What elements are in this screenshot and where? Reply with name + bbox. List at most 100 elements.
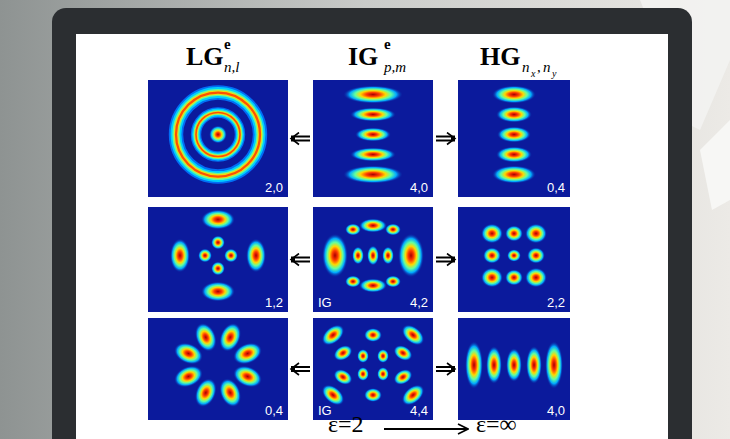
intensity-lobe — [345, 224, 361, 236]
intensity-lobe — [343, 86, 403, 104]
intensity-lobe — [359, 279, 387, 293]
mode-panel: 2,0 — [148, 80, 288, 197]
column-heading: n — [522, 60, 530, 75]
intensity-lobe — [465, 341, 483, 389]
arrow-shaft-gap — [295, 259, 310, 261]
column-heading: y — [552, 69, 556, 79]
intensity-lobe — [377, 367, 389, 381]
mode-panel: 4,0 — [458, 318, 570, 420]
double-arrow — [436, 369, 455, 370]
intensity-lobe — [382, 247, 394, 265]
intensity-ring — [196, 113, 240, 157]
mode-index: 0,4 — [547, 181, 565, 194]
double-arrow — [436, 259, 455, 260]
intensity-lobe — [170, 239, 190, 273]
mode-index: 4,4 — [410, 404, 428, 417]
epsilon-arrow — [384, 428, 468, 430]
column-heading: e — [224, 37, 231, 52]
lamp — [700, 120, 730, 210]
column-heading: IG — [348, 44, 378, 70]
mode-index: 4,2 — [410, 296, 428, 309]
intensity-lobe — [215, 375, 245, 410]
intensity-lobe — [506, 348, 522, 382]
column-heading: e — [384, 37, 391, 52]
intensity-lobe — [357, 367, 369, 381]
intensity-ring — [176, 93, 260, 177]
arrow-shaft — [436, 257, 455, 263]
intensity-lobe — [507, 249, 521, 262]
intensity-ring — [176, 93, 260, 177]
arrow-shaft — [291, 257, 310, 263]
arrow-shaft-gap — [295, 368, 310, 370]
intensity-lobe — [331, 342, 355, 364]
intensity-ring — [176, 93, 260, 177]
mode-panel: IG4,4 — [313, 318, 433, 420]
intensity-lobe — [391, 366, 415, 388]
arrow-shaft — [436, 136, 455, 142]
arrow-head — [291, 259, 310, 260]
intensity-lobe — [331, 366, 355, 388]
intensity-lobe — [545, 341, 563, 389]
intensity-lobe — [525, 224, 547, 244]
intensity-lobe — [385, 276, 401, 288]
mode-intensity-image — [313, 80, 433, 197]
epsilon-label: ε=2 — [328, 412, 364, 436]
intensity-lobe — [246, 239, 266, 273]
intensity-lobe — [492, 86, 536, 104]
intensity-lobe — [377, 349, 389, 363]
mode-index: 2,0 — [265, 181, 283, 194]
mode-intensity-image — [148, 80, 288, 197]
arrow-shaft — [291, 366, 310, 372]
intensity-lobe — [322, 234, 348, 278]
mode-index: 4,0 — [547, 404, 565, 417]
intensity-lobe — [486, 346, 502, 384]
intensity-lobe — [350, 148, 396, 162]
intensity-lobe — [201, 282, 235, 302]
double-arrow — [291, 369, 310, 370]
intensity-ring — [176, 93, 260, 177]
intensity-lobe — [211, 262, 225, 276]
column-heading: p,m — [384, 60, 406, 75]
mode-panel: 2,2 — [458, 207, 570, 312]
arrow-head — [436, 138, 455, 139]
intensity-lobe — [350, 108, 396, 122]
intensity-lobe — [343, 166, 403, 184]
intensity-lobe — [171, 362, 206, 392]
mode-index: 1,2 — [265, 296, 283, 309]
arrow-shaft-gap — [295, 138, 310, 140]
intensity-lobe — [364, 328, 382, 342]
intensity-lobe — [505, 269, 523, 285]
intensity-lobe — [398, 234, 424, 278]
intensity-ring — [196, 113, 240, 157]
intensity-lobe — [505, 225, 523, 241]
mode-panel: 4,0 — [313, 80, 433, 197]
double-arrow — [291, 259, 310, 260]
arrow-head — [436, 259, 455, 260]
double-arrow — [291, 138, 310, 139]
intensity-lobe — [385, 224, 401, 236]
intensity-lobe — [496, 147, 532, 163]
intensity-lobe — [391, 342, 415, 364]
mode-panel: 0,4 — [148, 318, 288, 420]
intensity-lobe — [481, 224, 503, 244]
arrow-shaft-gap — [436, 138, 451, 140]
epsilon-label: ε=∞ — [476, 412, 517, 436]
arrow-shaft-gap — [436, 259, 451, 261]
arrow-head — [291, 138, 310, 139]
intensity-lobe — [345, 276, 361, 288]
mode-index: 4,0 — [410, 181, 428, 194]
column-heading: , — [537, 60, 541, 75]
double-arrow — [436, 138, 455, 139]
mode-index: 0,4 — [265, 404, 283, 417]
intensity-lobe — [367, 246, 379, 266]
intensity-lobe — [492, 166, 536, 184]
intensity-lobe — [496, 107, 532, 123]
arrow-shaft-gap — [436, 368, 451, 370]
intensity-lobe — [318, 321, 348, 350]
intensity-lobe — [483, 247, 501, 263]
column-heading: n — [543, 60, 551, 75]
mode-panel: IG 4,2 — [313, 207, 433, 312]
column-heading: x — [531, 69, 535, 79]
mode-tag: IG — [318, 296, 332, 309]
intensity-lobe — [355, 128, 391, 142]
